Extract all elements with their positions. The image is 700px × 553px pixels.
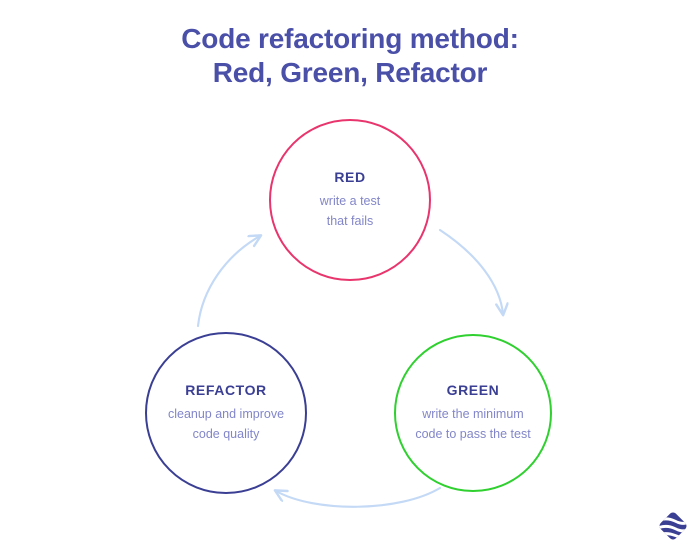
arrow-refactor-to-red (196, 236, 260, 328)
cycle-node-refactor-desc-line-1: cleanup and improve (167, 407, 285, 422)
cycle-node-green-desc-line-2: code to pass the test (415, 426, 531, 441)
cycle-node-red[interactable]: RED write a test that fails (269, 119, 431, 281)
cycle-node-green[interactable]: GREEN write the minimum code to pass the… (394, 334, 552, 492)
cycle-node-refactor-title: REFACTOR (185, 382, 267, 399)
page-title-line-1: Code refactoring method: (181, 23, 519, 54)
cycle-node-red-desc-line-1: write a test (319, 194, 381, 209)
cycle-node-red-title: RED (334, 169, 366, 186)
page-title: Code refactoring method: Red, Green, Ref… (0, 22, 700, 90)
cycle-node-refactor-desc-line-2: code quality (192, 426, 260, 441)
arrow-green-to-refactor (276, 486, 442, 508)
arrow-red-to-green (438, 228, 503, 314)
cycle-node-refactor[interactable]: REFACTOR cleanup and improve code qualit… (145, 332, 307, 494)
cycle-node-green-title: GREEN (446, 382, 500, 399)
cycle-node-red-desc-line-2: that fails (326, 213, 374, 228)
brand-logo-icon (659, 512, 687, 540)
cycle-node-green-desc-line-1: write the minimum (422, 407, 524, 422)
page-title-line-2: Red, Green, Refactor (212, 57, 488, 89)
